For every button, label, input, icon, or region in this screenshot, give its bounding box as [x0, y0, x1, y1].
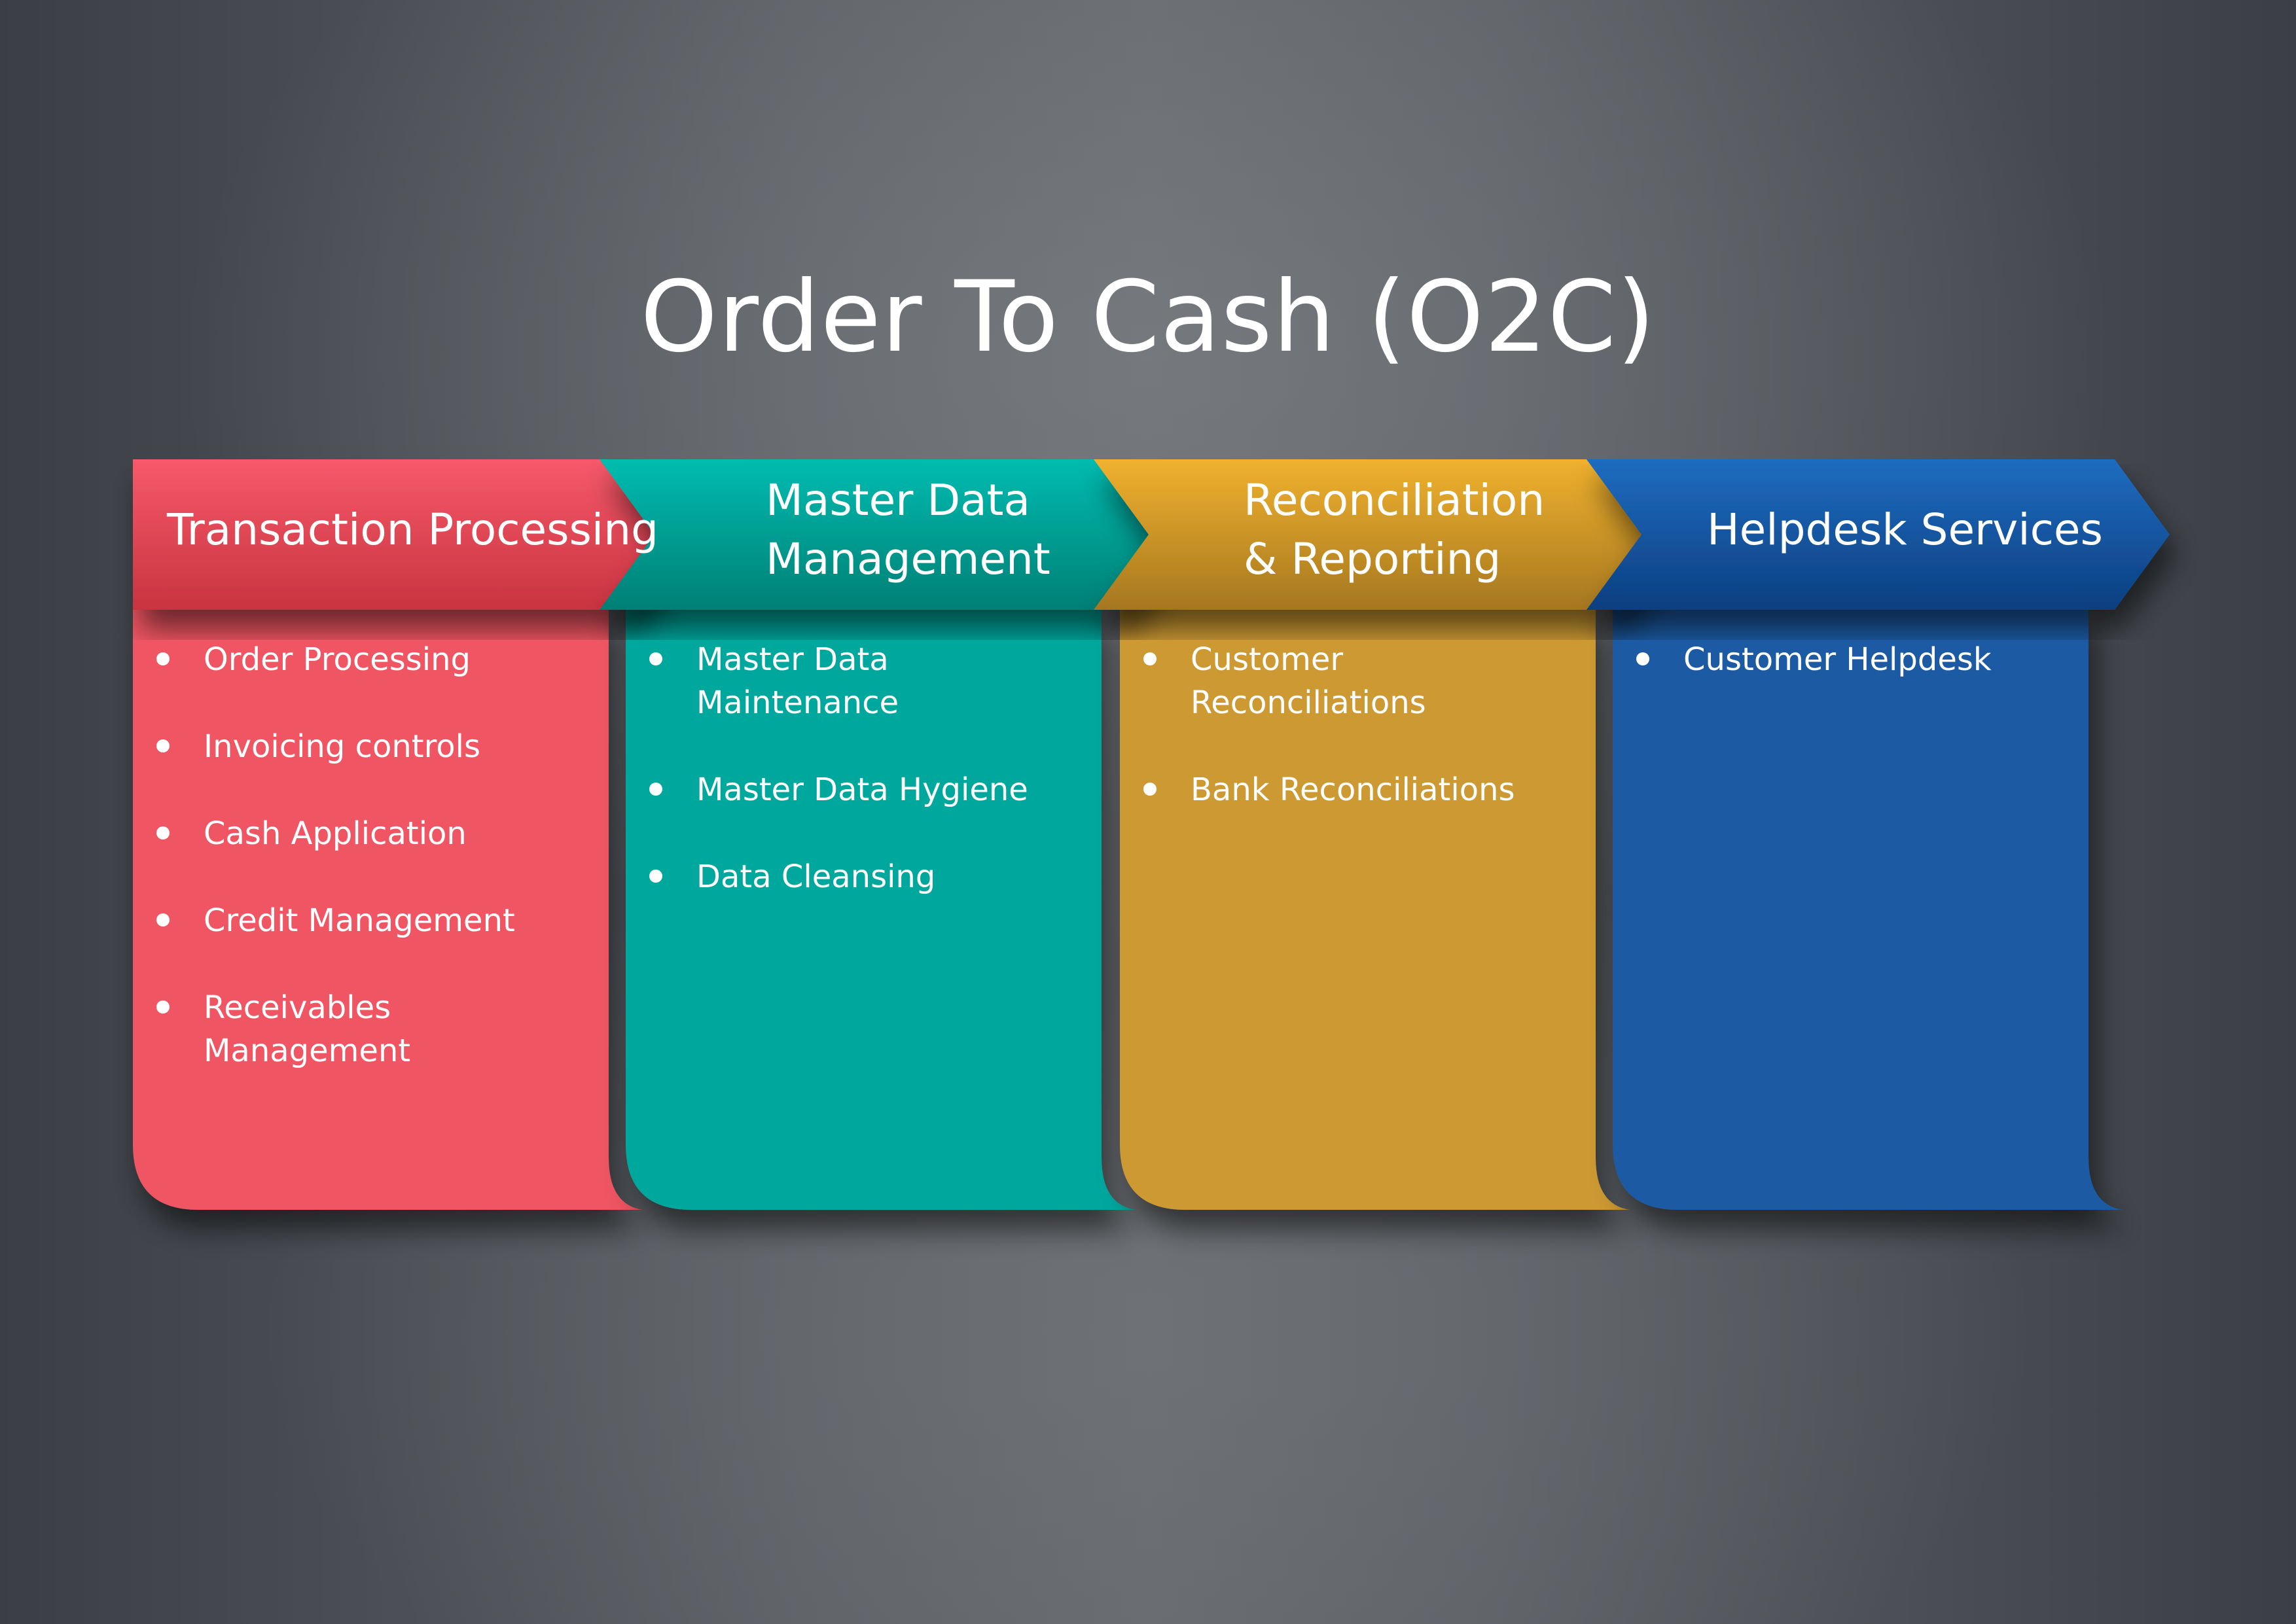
stage-body-4: [1613, 610, 2123, 1210]
stage-body-1: [133, 610, 643, 1210]
list-item-text: Master Data Maintenance: [696, 641, 899, 721]
list-item-text: Customer Helpdesk: [1683, 641, 1992, 678]
list-item-text: Master Data Hygiene: [696, 771, 1028, 808]
stage-header-1: [133, 459, 690, 610]
stage-heading-4: Helpdesk Services: [1707, 504, 2103, 555]
list-item-text: Invoicing controls: [204, 728, 480, 765]
list-item-text: Bank Reconciliations: [1191, 771, 1515, 808]
slide-title: Order To Cash (O2C): [640, 260, 1656, 374]
list-item: Customer Helpdesk: [1613, 638, 2076, 681]
stage-heading-2: Master Data Management: [766, 475, 1050, 584]
list-item: Receivables Management: [133, 986, 596, 1072]
stage-header-4: [1587, 459, 2170, 610]
stage-heading-3: Reconciliation & Reporting: [1244, 475, 1545, 584]
list-item-text: Data Cleansing: [696, 858, 936, 895]
list-item-text: Customer Reconciliations: [1191, 641, 1426, 721]
list-item: Bank Reconciliations: [1120, 768, 1583, 811]
stage-heading-1: Transaction Processing: [167, 504, 658, 555]
list-item: Cash Application: [133, 812, 596, 855]
list-item: Order Processing: [133, 638, 596, 681]
stage-list-4: Customer Helpdesk: [1613, 638, 2076, 725]
stage-header-2: [600, 459, 1183, 610]
list-item: Master Data Maintenance: [626, 638, 1089, 724]
stage-body-3: [1120, 610, 1630, 1210]
stage-body-2: [626, 610, 1136, 1210]
list-item: Data Cleansing: [626, 855, 1089, 898]
list-item: Customer Reconciliations: [1120, 638, 1583, 724]
list-item: Invoicing controls: [133, 725, 596, 768]
stage-header-3: [1094, 459, 1677, 610]
list-item: Credit Management: [133, 899, 596, 942]
list-item-text: Order Processing: [204, 641, 471, 678]
list-item-text: Receivables Management: [204, 989, 411, 1069]
list-item-text: Cash Application: [204, 815, 467, 852]
list-item-text: Credit Management: [204, 902, 515, 939]
list-item: Master Data Hygiene: [626, 768, 1089, 811]
